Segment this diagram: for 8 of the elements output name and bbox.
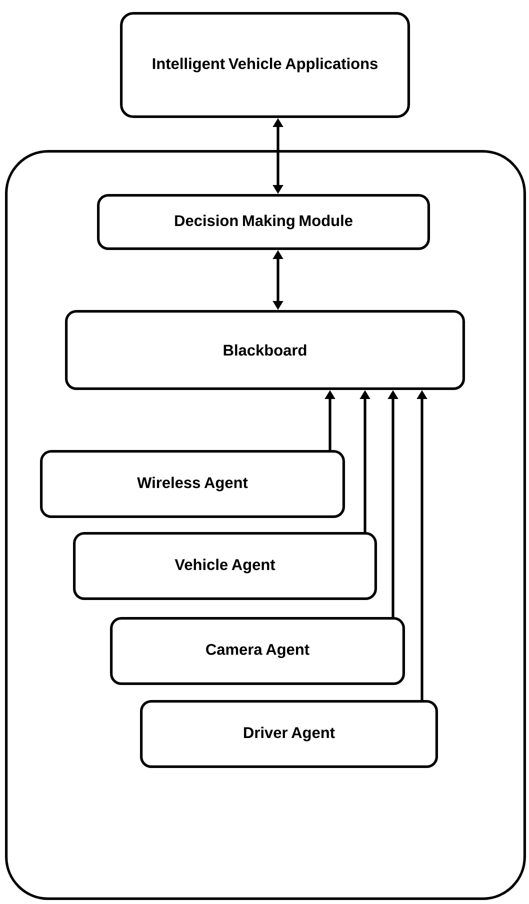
process-box: Blackboard [65,310,465,390]
process-box: Camera Agent [110,617,405,685]
process-box: Driver Agent [140,700,438,768]
container-box [5,150,526,900]
process-box: Wireless Agent [40,450,345,518]
process-box: Decision Making Module [97,194,430,250]
process-box: Intelligent Vehicle Applications [120,12,410,118]
process-box: Vehicle Agent [73,532,377,600]
